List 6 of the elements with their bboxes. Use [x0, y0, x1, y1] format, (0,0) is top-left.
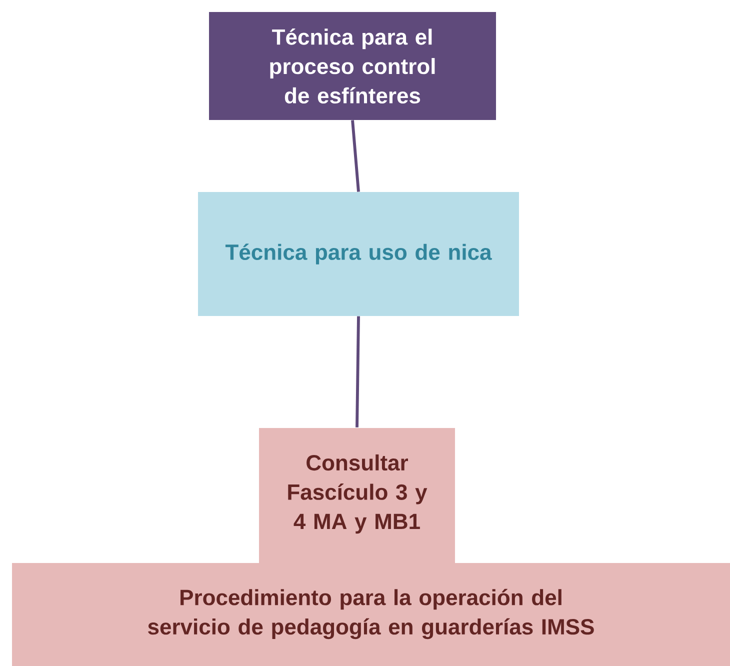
- node-label: Consultar Fascículo 3 y 4 MA y MB1: [288, 454, 428, 534]
- connector-line: [351, 120, 360, 192]
- process-box: Técnica para uso de nica: [198, 192, 519, 316]
- process-box: Técnica para el proceso control de esfínteres: [209, 12, 496, 120]
- connector-line: [356, 316, 360, 428]
- process-box: Consultar Fascículo 3 y 4 MA y MB1: [259, 428, 455, 566]
